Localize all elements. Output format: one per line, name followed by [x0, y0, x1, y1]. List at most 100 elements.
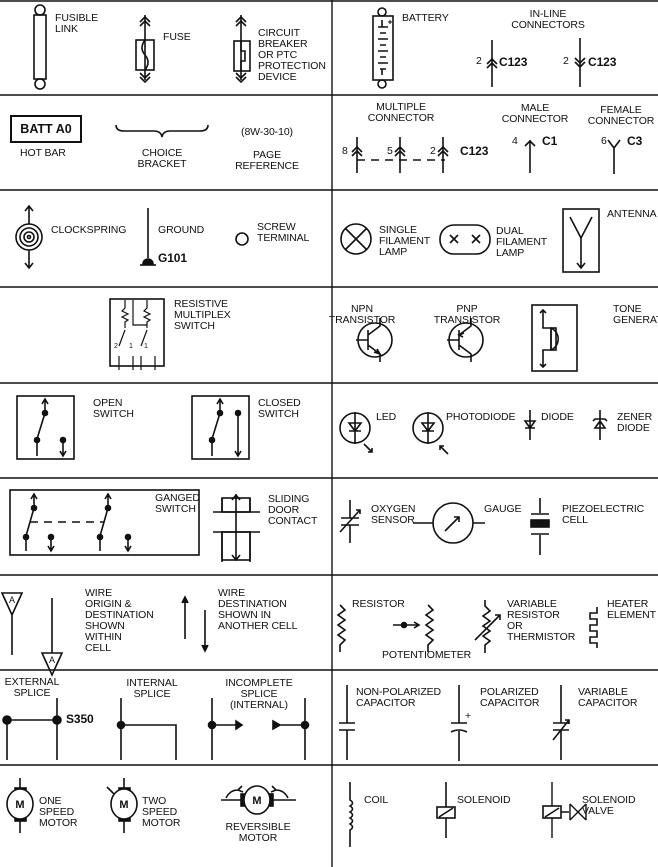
label-closed-switch: CLOSED SWITCH: [258, 397, 301, 420]
non-polarized-capacitor-icon: [339, 685, 355, 760]
splice-id: S350: [66, 712, 94, 726]
open-switch-icon: [16, 395, 75, 460]
npn-transistor-icon: [356, 318, 393, 362]
external-splice-icon: [2, 698, 62, 760]
pin-number: 4: [512, 135, 518, 147]
label-solenoid: SOLENOID: [457, 794, 511, 806]
label-external-splice: EXTERNAL SPLICE: [4, 676, 60, 699]
connector-id: C123: [588, 55, 617, 69]
pin-number: 8: [342, 145, 348, 157]
label-page-reference: PAGE REFERENCE: [235, 149, 299, 172]
choice-bracket-icon: [115, 124, 209, 138]
wire-tag-a: A: [49, 655, 55, 665]
battery-icon: [372, 7, 394, 89]
screw-terminal-icon: [235, 232, 249, 246]
label-potentiometer: POTENTIOMETER: [382, 649, 472, 661]
label-variable-capacitor: VARIABLE CAPACITOR: [578, 686, 638, 709]
label-oxygen-sensor: OXYGEN SENSOR: [371, 503, 416, 526]
photodiode-icon: [412, 412, 449, 455]
symbol-letters: A A M M M: [9, 595, 262, 811]
label-ganged-switch: GANGED SWITCH: [155, 492, 200, 515]
label-incomplete-splice: INCOMPLETE SPLICE (INTERNAL): [225, 677, 293, 711]
label-clockspring: CLOCKSPRING: [51, 224, 127, 236]
heater-element-icon: [589, 607, 598, 648]
variable-capacitor-icon: [552, 685, 570, 760]
label-open-switch: OPEN SWITCH: [93, 397, 134, 420]
label-non-polarized-capacitor: NON-POLARIZED CAPACITOR: [356, 686, 442, 709]
two-speed-motor-icon: [106, 778, 138, 833]
hot-bar-box: BATT A0: [10, 115, 82, 143]
label-sliding-door-contact: SLIDING DOOR CONTACT: [268, 493, 318, 527]
label-led: LED: [376, 411, 397, 423]
label-tone-generator: TONE GENERATOR: [613, 303, 658, 326]
label-polarized-capacitor: POLARIZED CAPACITOR: [480, 686, 540, 709]
pin-number: 2: [563, 55, 569, 67]
label-dual-filament-lamp: DUAL FILAMENT LAMP: [496, 225, 548, 259]
zener-diode-icon: [592, 410, 608, 440]
coil-icon: [348, 782, 354, 847]
label-two-speed-motor: TWO SPEED MOTOR: [142, 795, 181, 829]
label-internal-splice: INTERNAL SPLICE: [126, 677, 178, 700]
antenna-icon: [562, 208, 600, 273]
label-resistor: RESISTOR: [352, 598, 405, 610]
ganged-switch-icon: [9, 489, 200, 556]
wire-destination-arrows-icon: [181, 595, 209, 653]
label-diode: DIODE: [541, 411, 574, 423]
incomplete-splice-icon: [207, 698, 310, 760]
label-wire-origin-within-cell: WIRE ORIGIN & DESTINATION SHOWN WITHIN C…: [85, 587, 154, 654]
label-resistive-multiplex-switch: RESISTIVE MULTIPLEX SWITCH: [174, 298, 231, 332]
fuse-icon: [135, 15, 155, 84]
label-hot-bar: HOT BAR: [20, 147, 66, 159]
wire-tag-a: A: [9, 595, 15, 605]
pin-number: 2: [476, 55, 482, 67]
label-fuse: FUSE: [163, 31, 191, 43]
pnp-transistor-icon: [447, 318, 484, 362]
label-reversible-motor: REVERSIBLE MOTOR: [225, 821, 291, 844]
label-pnp-transistor: PNP TRANSISTOR: [433, 303, 501, 326]
diode-icon: [523, 410, 537, 440]
svg-text:2: 2: [114, 343, 118, 350]
label-npn-transistor: NPN TRANSISTOR: [328, 303, 396, 326]
label-heater-element: HEATER ELEMENT: [607, 598, 656, 621]
oxygen-sensor-icon: [339, 500, 361, 543]
label-male-connector: MALE CONNECTOR: [501, 102, 569, 125]
label-inline-connectors: IN-LINE CONNECTORS: [511, 8, 585, 31]
one-speed-motor-icon: [6, 778, 34, 833]
pin-number: 6: [601, 135, 607, 147]
label-piezoelectric-cell: PIEZOELECTRIC CELL: [562, 503, 645, 526]
label-screw-terminal: SCREW TERMINAL: [257, 221, 310, 244]
label-fusible-link: FUSIBLE LINK: [55, 12, 99, 35]
label-solenoid-valve: SOLENOID VALVE: [582, 794, 636, 817]
polarized-capacitor-icon: [450, 685, 468, 761]
inline-connector-female-icon: [574, 38, 586, 87]
svg-text:1: 1: [129, 343, 133, 350]
label-wire-destination-another-cell: WIRE DESTINATION SHOWN IN ANOTHER CELL: [218, 587, 298, 632]
reversible-motor-icon: [221, 785, 296, 815]
page-reference-value: (8W-30-10): [241, 126, 293, 138]
internal-splice-icon: [116, 698, 177, 760]
clockspring-icon: [15, 204, 43, 270]
variable-resistor-icon: [474, 600, 501, 653]
label-antenna: ANTENNA: [607, 208, 657, 220]
multiple-connector-icon: [351, 137, 449, 173]
piezoelectric-cell-icon: [530, 498, 550, 555]
connector-id: C123: [460, 144, 489, 158]
pin-number: 5: [387, 145, 393, 157]
solenoid-icon: [436, 782, 456, 838]
ground-icon: [140, 208, 156, 266]
led-icon: [339, 412, 373, 453]
motor-letter: M: [252, 795, 261, 807]
connector-id: C3: [627, 134, 643, 148]
solenoid-valve-icon: [542, 782, 587, 838]
label-zener-diode: ZENER DIODE: [617, 411, 653, 434]
label-female-connector: FEMALE CONNECTOR: [587, 104, 655, 127]
inline-connector-male-icon: [486, 40, 498, 87]
connector-id: C1: [542, 134, 558, 148]
motor-letter: M: [15, 799, 24, 811]
tone-generator-icon: [531, 304, 578, 372]
label-single-filament-lamp: SINGLE FILAMENT LAMP: [379, 224, 431, 258]
label-circuit-breaker: CIRCUIT BREAKER OR PTC PROTECTION DEVICE: [258, 27, 326, 83]
